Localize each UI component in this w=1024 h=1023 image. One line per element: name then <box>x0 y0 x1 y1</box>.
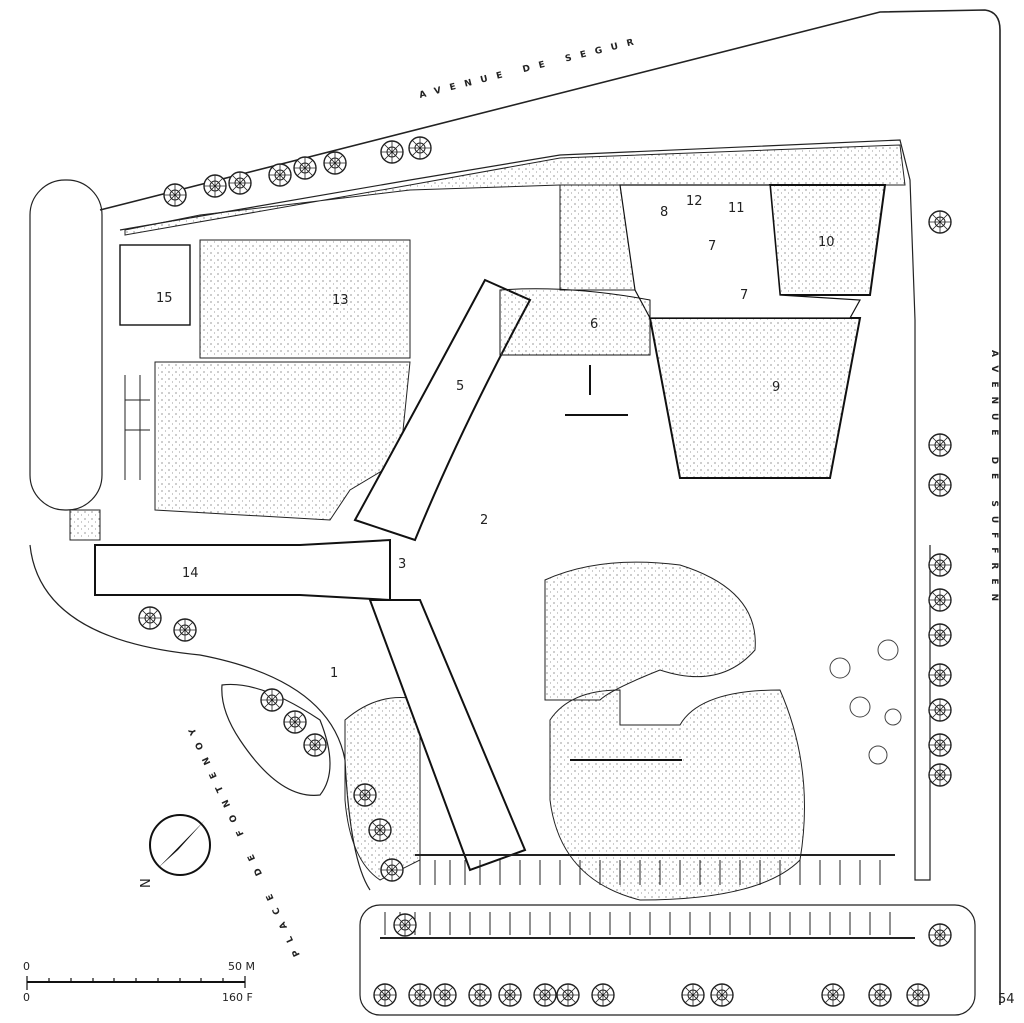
plaza-strip <box>69 509 101 541</box>
north-label: N <box>139 878 154 888</box>
north-arrow: N <box>139 814 211 888</box>
scale-metric-end: 50 M <box>228 960 255 973</box>
street-label-suffren: AVENUE DE SUFFREN <box>989 350 999 610</box>
scale-bar: 0 50 M 0 160 F <box>23 960 255 1004</box>
building-15 <box>119 244 191 326</box>
secretariat-arm-left <box>94 538 391 602</box>
suffren-curb <box>914 320 931 881</box>
area-label: 9 <box>772 380 780 395</box>
street-label-fontenoy: PLACE DE FONTENOY <box>184 718 303 958</box>
area-label: 13 <box>332 293 349 308</box>
lawn-2 <box>549 689 805 901</box>
plaza-6 <box>499 288 651 356</box>
area-label: 10 <box>818 235 835 250</box>
area-label: 1 <box>330 666 338 681</box>
scale-metric-start: 0 <box>23 960 30 973</box>
foyer-7 <box>619 184 861 319</box>
parking-rows <box>124 375 915 939</box>
segur-sidewalk <box>119 139 916 321</box>
area-label: 7 <box>708 239 716 254</box>
area-label: 7 <box>740 288 748 303</box>
street-label-segur: AVENUE DE SEGUR <box>418 36 643 101</box>
site-boundary <box>99 9 1001 1005</box>
secretariat-arm-south <box>368 599 527 872</box>
bottom-parking-island <box>359 904 976 1016</box>
area-label: 12 <box>686 194 703 209</box>
area-label: 15 <box>156 291 173 306</box>
area-label: 8 <box>660 205 668 220</box>
left-rounded-plot <box>29 179 103 511</box>
garden-west <box>154 361 411 521</box>
lawn-1 <box>544 561 756 701</box>
area-label: 5 <box>456 379 464 394</box>
scale-imperial-start: 0 <box>23 991 30 1004</box>
area-label: 14 <box>182 566 199 581</box>
area-label: 3 <box>398 557 406 572</box>
page-number: 54 <box>998 992 1015 1007</box>
area-label: 6 <box>590 317 598 332</box>
conference-hall-9 <box>648 317 862 479</box>
trees <box>138 136 952 1007</box>
area-label: 2 <box>480 513 488 528</box>
area-label: 11 <box>728 201 745 216</box>
garden-13 <box>199 239 411 359</box>
scale-imperial-end: 160 F <box>222 991 253 1004</box>
